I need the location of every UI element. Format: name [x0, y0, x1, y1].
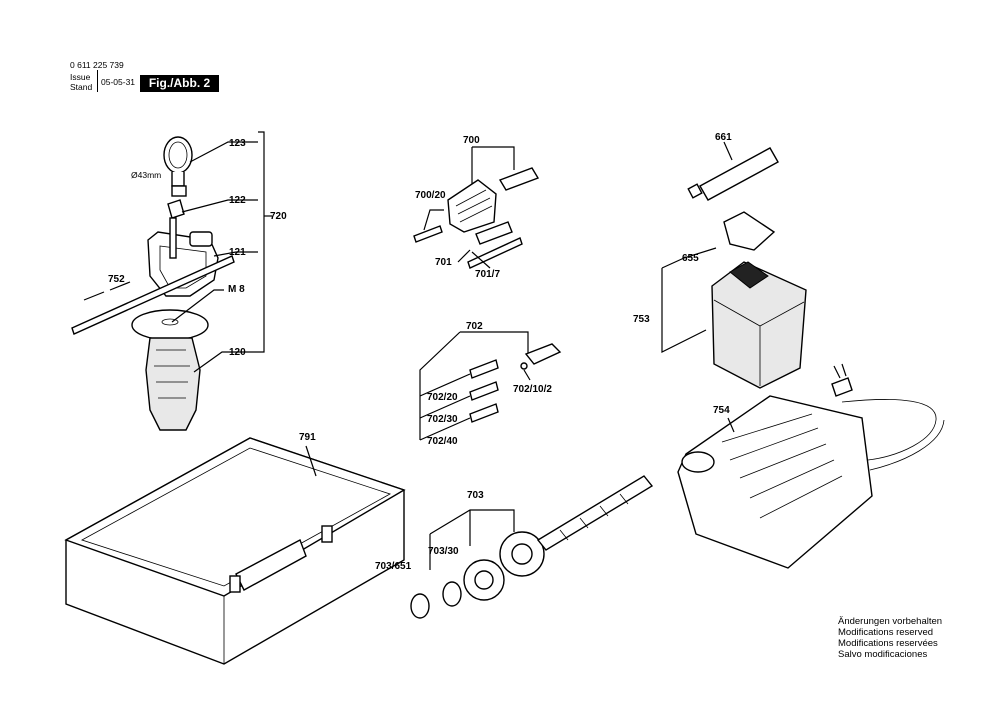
drill-chuck-part: [447, 179, 497, 233]
label-120: 120: [229, 347, 246, 358]
bit-702-40-part: [469, 403, 499, 423]
part-number: 0 611 225 739: [70, 60, 124, 70]
handle-assembly: [71, 131, 272, 431]
label-700: 700: [463, 135, 480, 146]
label-661: 661: [715, 132, 732, 143]
label-702-10-2: 702/10/2: [513, 384, 552, 395]
case-latch-right: [321, 525, 333, 543]
note-en: Modifications reserved: [838, 627, 934, 638]
issue-label: Issue: [70, 72, 91, 82]
label-655: 655: [682, 253, 699, 264]
note-fr: Modifications reservées: [838, 638, 938, 649]
chuck-key-rod: [467, 237, 523, 269]
chuck-screw-part: [413, 225, 443, 243]
label-703-651: 703/651: [375, 561, 412, 572]
retaining-ring-part: [520, 362, 528, 370]
chuck-assembly: [413, 146, 540, 269]
bit-holder-part: [524, 343, 562, 365]
drill-bit-part: [536, 475, 654, 551]
sleeve-set: [410, 475, 654, 619]
label-754: 754: [713, 405, 730, 416]
holder-knob: [189, 231, 213, 247]
label-702-40: 702/40: [427, 436, 458, 447]
label-701-7: 701/7: [475, 269, 500, 280]
header-divider: [97, 70, 98, 92]
carrying-case: [64, 437, 406, 665]
label-703-30: 703/30: [428, 546, 459, 557]
label-702-20: 702/20: [427, 392, 458, 403]
adapter-part: [442, 581, 462, 607]
label-702-30: 702/30: [427, 414, 458, 425]
battery-cap-part: [723, 211, 776, 251]
label-diameter: Ø43mm: [131, 170, 161, 180]
note-es: Salvo modificaciones: [838, 649, 928, 660]
modification-notes: Änderungen vorbehalten Modifications res…: [838, 616, 942, 660]
chuck-key-part: [475, 221, 513, 245]
label-791: 791: [299, 432, 316, 443]
grease-tube: [687, 141, 779, 201]
grease-tube-part: [699, 147, 779, 201]
label-752: 752: [108, 274, 125, 285]
battery-charger: [677, 363, 945, 569]
label-703: 703: [467, 490, 484, 501]
side-handle-part: [145, 337, 201, 431]
bit-702-30-part: [469, 381, 499, 401]
battery-pack: [661, 211, 807, 389]
bit-set: [419, 331, 562, 441]
case-latch-left: [229, 575, 241, 593]
sleeve-703-651-part: [410, 593, 430, 619]
clamp-ring-tab: [171, 172, 185, 187]
label-700-20: 700/20: [415, 190, 446, 201]
issue-date: 05-05-31: [101, 77, 136, 87]
case-lid: [64, 437, 406, 597]
label-720: 720: [270, 211, 287, 222]
label-702: 702: [466, 321, 483, 332]
charger-body-part: [677, 395, 873, 569]
charger-socket: [681, 451, 715, 473]
power-plug-part: [831, 377, 853, 397]
label-123: 123: [229, 138, 246, 149]
label-121: 121: [229, 247, 246, 258]
depth-rod-part: [71, 255, 235, 335]
clamp-ring-base: [171, 185, 187, 197]
case-handle: [235, 539, 307, 591]
figure-label: Fig./Abb. 2: [140, 75, 219, 92]
bit-702-20-part: [469, 359, 499, 379]
note-de: Änderungen vorbehalten: [838, 616, 943, 627]
label-753: 753: [633, 314, 650, 325]
chuck-adapter-part: [498, 167, 540, 191]
stand-label: Stand: [70, 82, 93, 92]
label-122: 122: [229, 195, 246, 206]
clip-part: [167, 199, 185, 219]
label-701: 701: [435, 257, 452, 268]
label-m8: M 8: [228, 284, 245, 295]
